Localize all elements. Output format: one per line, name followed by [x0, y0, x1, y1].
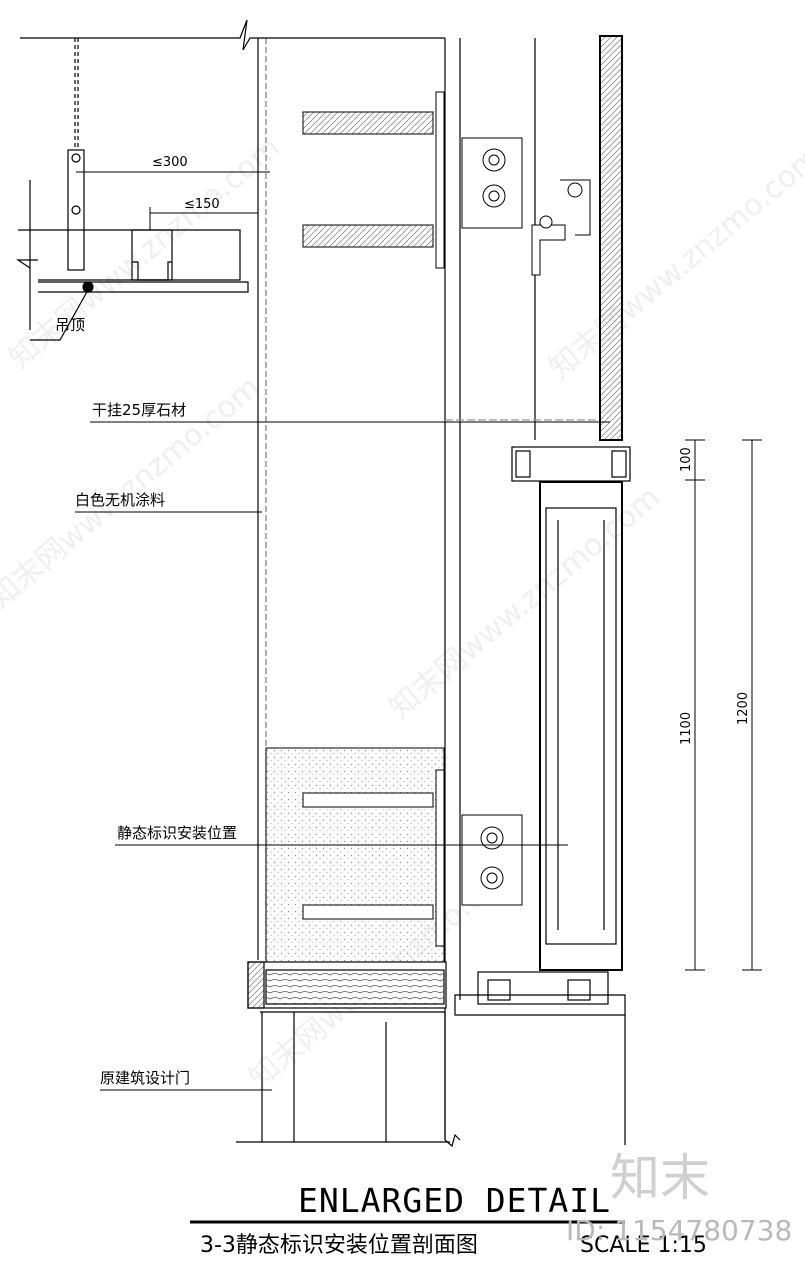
- ceiling-structure: [16, 19, 258, 341]
- stone-panel: [599, 35, 623, 441]
- sign-lightbox: [454, 446, 631, 1016]
- dim-1200-label: 1200: [736, 692, 751, 725]
- dim-300: ≤300: [76, 155, 270, 173]
- label-stone-text: 干挂25厚石材: [92, 401, 186, 419]
- dim-300-label: ≤300: [152, 155, 188, 170]
- upper-anchors: [302, 91, 591, 276]
- drawing-scale: SCALE 1:15: [580, 1233, 707, 1258]
- label-paint-text: 白色无机涂料: [75, 491, 165, 509]
- label-door-text: 原建筑设计门: [100, 1069, 190, 1087]
- brand-logo-text: 知末: [610, 1149, 710, 1207]
- dim-100-label: 100: [679, 447, 694, 472]
- watermark-text: 知末网www.znzmo.com: [3, 130, 287, 376]
- drawing-subtitle: 3-3静态标识安装位置剖面图: [200, 1233, 478, 1258]
- label-ceiling-text: 吊顶: [55, 316, 85, 334]
- label-sign-position: 静态标识安装位置: [115, 824, 568, 846]
- dim-100: 100: [679, 439, 705, 481]
- watermark-text: 知末网www.znzmo.com: [543, 140, 805, 386]
- dim-150: ≤150: [149, 197, 258, 230]
- brand-logo: 知末 ID: 1154780738: [566, 1149, 792, 1247]
- dim-1100-label: 1100: [679, 712, 694, 745]
- dim-1200: 1200: [736, 439, 762, 971]
- dim-150-label: ≤150: [184, 197, 220, 212]
- drawing-title: ENLARGED DETAIL: [298, 1181, 611, 1220]
- door-head: [236, 961, 626, 1148]
- label-door: 原建筑设计门: [100, 1069, 272, 1091]
- brand-id-text: ID: 1154780738: [566, 1214, 792, 1247]
- lower-block: [265, 747, 523, 971]
- label-ceiling: 吊顶: [55, 316, 85, 334]
- label-stone: 干挂25厚石材: [90, 401, 610, 423]
- dim-1100: 1100: [679, 480, 705, 971]
- watermark-text: 知末网www.znzmo.com: [383, 480, 667, 726]
- label-sign-position-text: 静态标识安装位置: [117, 824, 237, 842]
- title-block: ENLARGED DETAIL 3-3静态标识安装位置剖面图 SCALE 1:1…: [190, 1181, 707, 1258]
- label-paint: 白色无机涂料: [75, 491, 262, 513]
